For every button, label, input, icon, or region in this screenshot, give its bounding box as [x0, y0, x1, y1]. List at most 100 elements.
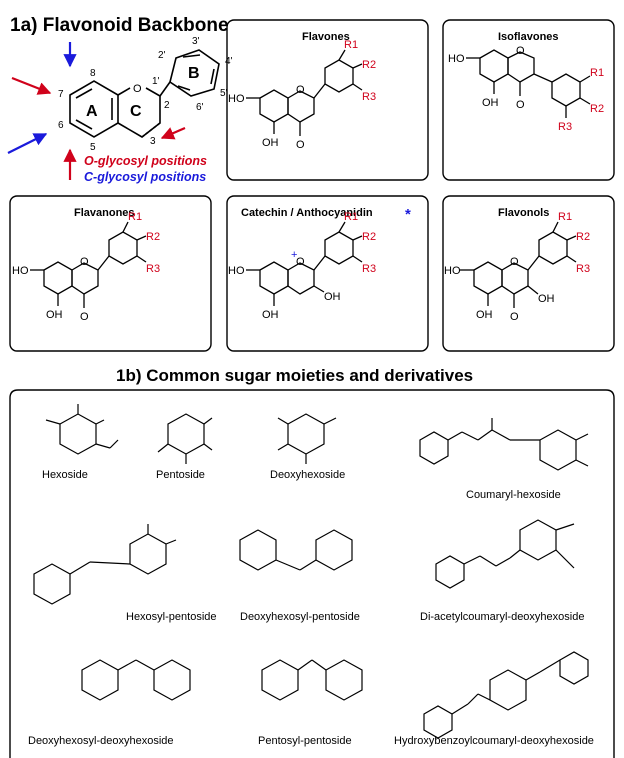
sugar-hydroxybenzoylcoumaryl-deoxyhexoside: Hydroxybenzoylcoumaryl-deoxyhexoside — [394, 651, 594, 747]
flavonols-title: Flavonols — [498, 207, 549, 219]
pos-5p: 5' — [220, 88, 228, 99]
catechin-oh-5: OH — [262, 309, 279, 321]
sugar-label-coumaryl-hexoside: Coumaryl-hexoside — [466, 489, 561, 501]
flavones-r1: R1 — [344, 39, 358, 51]
flavonols-oh-3: OH — [538, 293, 555, 305]
position-numbers: 8 7 6 5 2' 3' 4' 5' 6' 1' 2 3 — [58, 36, 233, 153]
panel-catechin: Catechin / Anthocyanidin * HO O + OH OH … — [226, 195, 429, 352]
section-b-frame — [9, 389, 615, 758]
pos-7: 7 — [58, 89, 64, 100]
flavanones-o: O — [80, 311, 89, 323]
ring-a-label: A — [86, 103, 98, 120]
flavanones-ho: HO — [12, 265, 29, 277]
flavonols-r3: R3 — [576, 263, 590, 275]
ring-b-label: B — [188, 65, 200, 82]
isoflavones-oh: OH — [482, 97, 499, 109]
panel-flavones: Flavones HO O OH O R1 R2 R3 — [226, 19, 429, 181]
sugar-label-diacetylcoumaryl-deoxyhexoside: Di-acetylcoumaryl-deoxyhexoside — [420, 611, 584, 623]
pos-3p: 3' — [192, 36, 200, 47]
pos-6: 6 — [58, 120, 64, 131]
isoflavones-o: O — [516, 99, 525, 111]
pos-8: 8 — [90, 68, 96, 79]
backbone-oxygen: O — [133, 83, 142, 95]
flavonols-r1: R1 — [558, 211, 572, 223]
section-a-title: 1a) Flavonoid Backbone — [10, 15, 229, 36]
flavones-structure — [246, 49, 363, 136]
sugar-pentosyl-pentoside: Pentosyl-pentoside — [258, 659, 363, 747]
flavones-o: O — [296, 139, 305, 151]
catechin-r2: R2 — [362, 231, 376, 243]
flavanones-r3: R3 — [146, 263, 160, 275]
sugar-label-pentosyl-pentoside: Pentosyl-pentoside — [258, 735, 352, 747]
sugar-label-deoxyhexosyl-deoxyhexoside: Deoxyhexosyl-deoxyhexoside — [28, 735, 174, 747]
sugar-coumaryl-hexoside: Coumaryl-hexoside — [419, 418, 589, 501]
c-glycosyl-arrow-6 — [7, 133, 48, 154]
flavones-r2: R2 — [362, 59, 376, 71]
flavonols-o: O — [510, 311, 519, 323]
panel-flavanones: Flavanones HO O OH O R1 R2 R3 — [9, 195, 212, 352]
o-glycosyl-legend: O-glycosyl positions — [84, 154, 207, 168]
catechin-title: Catechin / Anthocyanidin — [241, 207, 373, 219]
isoflavones-r3: R3 — [558, 121, 572, 133]
catechin-plus: + — [291, 249, 297, 261]
sugar-hexosyl-pentoside: Hexosyl-pentoside — [33, 524, 217, 623]
sugar-diacetylcoumaryl-deoxyhexoside: Di-acetylcoumaryl-deoxyhexoside — [420, 519, 584, 623]
backbone-structure — [69, 49, 220, 138]
flavonols-o-ring: O — [510, 256, 519, 268]
catechin-oplus: O — [296, 256, 305, 268]
pos-1p: 1' — [152, 76, 160, 87]
pos-5: 5 — [90, 142, 96, 153]
flavanones-oh: OH — [46, 309, 63, 321]
panel-isoflavones: Isoflavones HO O OH O R1 R2 R3 — [442, 19, 615, 181]
flavones-r3: R3 — [362, 91, 376, 103]
isoflavones-o-ring: O — [516, 45, 525, 57]
pos-4p: 4' — [225, 56, 233, 67]
isoflavones-r2: R2 — [590, 103, 604, 115]
catechin-star: * — [405, 206, 411, 223]
flavonols-ho: HO — [444, 265, 461, 277]
flavanones-r1: R1 — [128, 211, 142, 223]
sugar-hexoside: Hexoside — [42, 404, 119, 481]
pos-6p: 6' — [196, 102, 204, 113]
flavanones-o-ring: O — [80, 256, 89, 268]
catechin-r3: R3 — [362, 263, 376, 275]
isoflavones-ho: HO — [448, 53, 465, 65]
sugar-label-deoxyhexosyl-pentoside: Deoxyhexosyl-pentoside — [240, 611, 360, 623]
flavones-oh: OH — [262, 137, 279, 149]
o-glycosyl-arrow-7 — [11, 76, 52, 95]
isoflavones-structure — [466, 49, 591, 118]
catechin-oh-3: OH — [324, 291, 341, 303]
o-glycosyl-arrow-3 — [160, 126, 186, 140]
flavonols-structure — [460, 221, 577, 308]
catechin-structure — [246, 221, 363, 306]
c-glycosyl-legend: C-glycosyl positions — [84, 170, 206, 184]
flavanones-title: Flavanones — [74, 207, 135, 219]
flavones-o-ring: O — [296, 84, 305, 96]
sugar-deoxyhexosyl-pentoside: Deoxyhexosyl-pentoside — [239, 529, 360, 623]
flavones-title: Flavones — [302, 31, 350, 43]
flavanones-structure — [30, 221, 147, 308]
sugar-deoxyhexosyl-deoxyhexoside: Deoxyhexosyl-deoxyhexoside — [28, 659, 191, 747]
catechin-ho: HO — [228, 265, 245, 277]
sugar-label-hydroxybenzoylcoumaryl-deoxyhexoside: Hydroxybenzoylcoumaryl-deoxyhexoside — [394, 735, 594, 747]
sugar-pentoside: Pentoside — [156, 413, 213, 481]
section-b-title: 1b) Common sugar moieties and derivative… — [116, 366, 473, 385]
flavones-ho: HO — [228, 93, 245, 105]
sugar-deoxyhexoside: Deoxyhexoside — [270, 413, 345, 481]
pos-2: 2 — [164, 100, 170, 111]
flavonols-oh-5: OH — [476, 309, 493, 321]
sugar-label-deoxyhexoside: Deoxyhexoside — [270, 469, 345, 481]
pos-3: 3 — [150, 136, 156, 147]
flavonols-r2: R2 — [576, 231, 590, 243]
catechin-r1: R1 — [344, 211, 358, 223]
pos-2p: 2' — [158, 50, 166, 61]
isoflavones-title: Isoflavones — [498, 31, 559, 43]
sugar-label-hexoside: Hexoside — [42, 469, 88, 481]
sugar-label-pentoside: Pentoside — [156, 469, 205, 481]
sugar-label-hexosyl-pentoside: Hexosyl-pentoside — [126, 611, 217, 623]
ring-c-label: C — [130, 103, 142, 120]
panel-flavonols: Flavonols HO O OH O OH R1 R2 R3 — [442, 195, 615, 352]
flavanones-r2: R2 — [146, 231, 160, 243]
isoflavones-r1: R1 — [590, 67, 604, 79]
